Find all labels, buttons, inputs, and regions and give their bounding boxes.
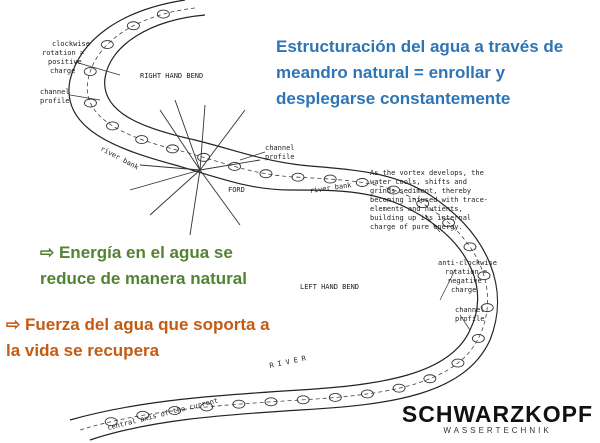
label-anti-2: rotation = <box>445 268 487 276</box>
energy-callout: ⇨ Energía en el agua se reduce de manera… <box>40 243 247 288</box>
vortex-coil <box>477 271 491 281</box>
label-vortex-4: becoming infused with trace- <box>370 196 488 204</box>
vortex-coil <box>200 402 214 412</box>
page-heading: Estructuración del agua a través de mean… <box>276 37 564 108</box>
label-anti-4: charge <box>451 286 476 294</box>
vortex-coil <box>126 21 140 31</box>
force-callout: ⇨ Fuerza del agua que soporta a la vida … <box>6 315 270 360</box>
label-left-hand-bend: LEFT HAND BEND <box>300 283 359 291</box>
vortex-coil <box>451 358 465 368</box>
vortex-coil <box>259 169 273 179</box>
outer-river-bank <box>68 0 479 421</box>
label-ford: FORD <box>228 186 245 194</box>
label-right-hand-bend: RIGHT HAND BEND <box>140 72 203 80</box>
pointer-lines <box>69 61 471 331</box>
vortex-coil <box>471 333 485 343</box>
label-clockwise-4: charge <box>50 67 75 75</box>
label-clockwise-1: clockwise <box>52 40 90 48</box>
vortex-coil <box>232 399 246 409</box>
label-channel-profile-c-1: channel <box>455 306 485 314</box>
vortex-coil <box>100 40 114 50</box>
vortex-coil <box>463 242 477 252</box>
vortex-coil <box>392 383 406 393</box>
label-anti-3: negative <box>448 277 482 285</box>
vortex-coil <box>323 174 337 184</box>
vortex-coil <box>104 417 118 427</box>
vortex-coil <box>264 397 278 407</box>
vortex-coil <box>156 9 170 19</box>
label-vortex-5: elements and nutients, <box>370 205 463 213</box>
label-river-bank-a: river bank <box>99 145 141 172</box>
vortex-coil <box>135 135 149 144</box>
vortex-coil <box>84 98 97 108</box>
label-vortex-1: As the vortex develops, the <box>370 169 484 177</box>
brand-name: SCHWARZKOPF <box>401 401 594 427</box>
label-vortex-2: water cools, shifts and <box>370 178 467 186</box>
vortex-coil <box>106 121 119 131</box>
vortex-coil <box>480 303 494 313</box>
vortex-coil <box>168 406 182 416</box>
inner-river-bank <box>89 14 498 441</box>
label-clockwise-3: positive <box>48 58 82 66</box>
label-channel-profile-a-1: channel <box>40 88 70 96</box>
label-channel-profile-b-1: channel <box>265 144 295 152</box>
central-axis-line <box>79 7 488 431</box>
vortex-coil <box>328 393 342 402</box>
vortex-coil <box>166 144 179 154</box>
label-vortex-6: building up its internal <box>370 214 471 222</box>
energy-arrows <box>129 99 261 236</box>
vortex-coil <box>83 67 97 77</box>
svg-text:charge: charge <box>50 67 75 75</box>
vortex-coil <box>296 395 310 405</box>
svg-text:positive: positive <box>48 58 82 66</box>
svg-text:clockwise: clockwise <box>52 40 90 48</box>
vortex-coil <box>291 172 305 182</box>
label-channel-profile-a-2: profile <box>40 97 70 105</box>
label-channel-profile-b-2: profile <box>265 153 295 161</box>
vortex-coil <box>423 374 437 384</box>
vortex-coil <box>136 410 150 420</box>
label-channel-profile-c-2: profile <box>455 315 485 323</box>
label-clockwise-2: rotation = <box>42 49 84 57</box>
label-anti-1: anti-clockwise <box>438 259 497 267</box>
brand-logo: SCHWARZKOPF WASSERTECHNIK <box>400 402 595 436</box>
vortex-coil <box>360 389 374 399</box>
label-vortex-3: grinds sediment, thereby <box>370 187 471 195</box>
vortex-coil <box>416 199 430 209</box>
label-river-bank-b: river bank <box>309 181 353 195</box>
vortex-coil <box>442 218 456 228</box>
vortex-coil <box>228 162 242 171</box>
vortex-coil <box>387 185 400 195</box>
vortex-coil <box>355 178 369 187</box>
svg-text:rotation =: rotation = <box>42 49 84 57</box>
label-vortex-7: charge of pure energy. <box>370 223 463 231</box>
brand-subtitle: WASSERTECHNIK <box>443 426 552 435</box>
